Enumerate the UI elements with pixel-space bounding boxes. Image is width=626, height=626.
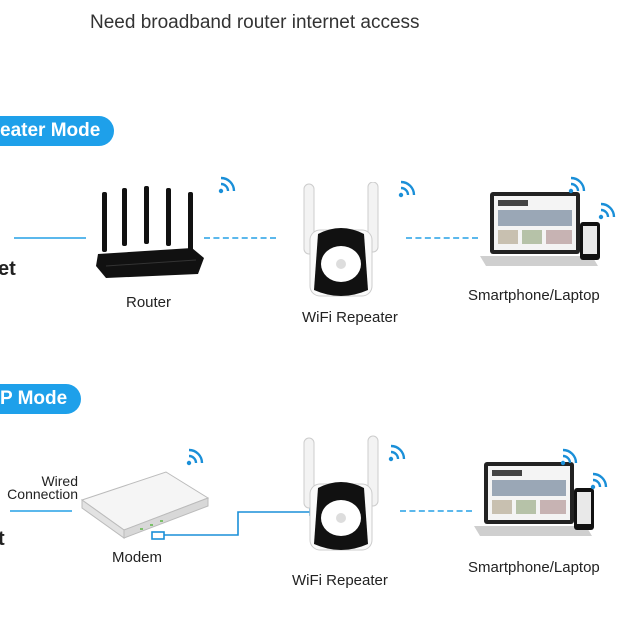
page-caption: Need broadband router internet access xyxy=(90,12,420,33)
internet-label-1: et xyxy=(0,258,16,280)
router-label: Router xyxy=(126,294,172,311)
repeater-to-laptop-link-2 xyxy=(400,510,472,512)
internet-line-1 xyxy=(14,237,86,239)
wifi-icon xyxy=(218,176,236,194)
laptop-label-1: Smartphone/Laptop xyxy=(468,287,600,304)
laptop-label-2: Smartphone/Laptop xyxy=(468,559,600,576)
wifi-icon xyxy=(560,448,578,466)
repeater-label-1: WiFi Repeater xyxy=(302,309,398,326)
wifi-icon xyxy=(598,202,616,220)
wired-label-line1: Wired xyxy=(41,473,78,489)
wifi-icon xyxy=(590,472,608,490)
laptop-icon xyxy=(480,192,600,266)
router-icon xyxy=(96,186,204,278)
modem-label: Modem xyxy=(112,549,163,566)
wired-connection-label: Wired Connection xyxy=(0,473,78,502)
wired-label-line2: Connection xyxy=(7,486,78,502)
repeater-icon xyxy=(303,435,379,551)
repeater-icon xyxy=(303,182,379,297)
wifi-icon xyxy=(398,180,416,198)
wifi-icon xyxy=(388,444,406,462)
ap-mode-badge: P Mode xyxy=(0,384,82,414)
laptop-icon xyxy=(474,462,594,536)
internet-label-2: t xyxy=(0,528,5,550)
modem-icon xyxy=(80,471,210,539)
internet-line-2 xyxy=(10,510,72,512)
wifi-icon xyxy=(186,448,204,466)
repeater-label-2: WiFi Repeater xyxy=(292,572,388,589)
wifi-icon xyxy=(568,176,586,194)
repeater-mode-badge: eater Mode xyxy=(0,116,115,146)
router-to-repeater-link xyxy=(204,237,276,239)
repeater-to-laptop-link xyxy=(406,237,478,239)
